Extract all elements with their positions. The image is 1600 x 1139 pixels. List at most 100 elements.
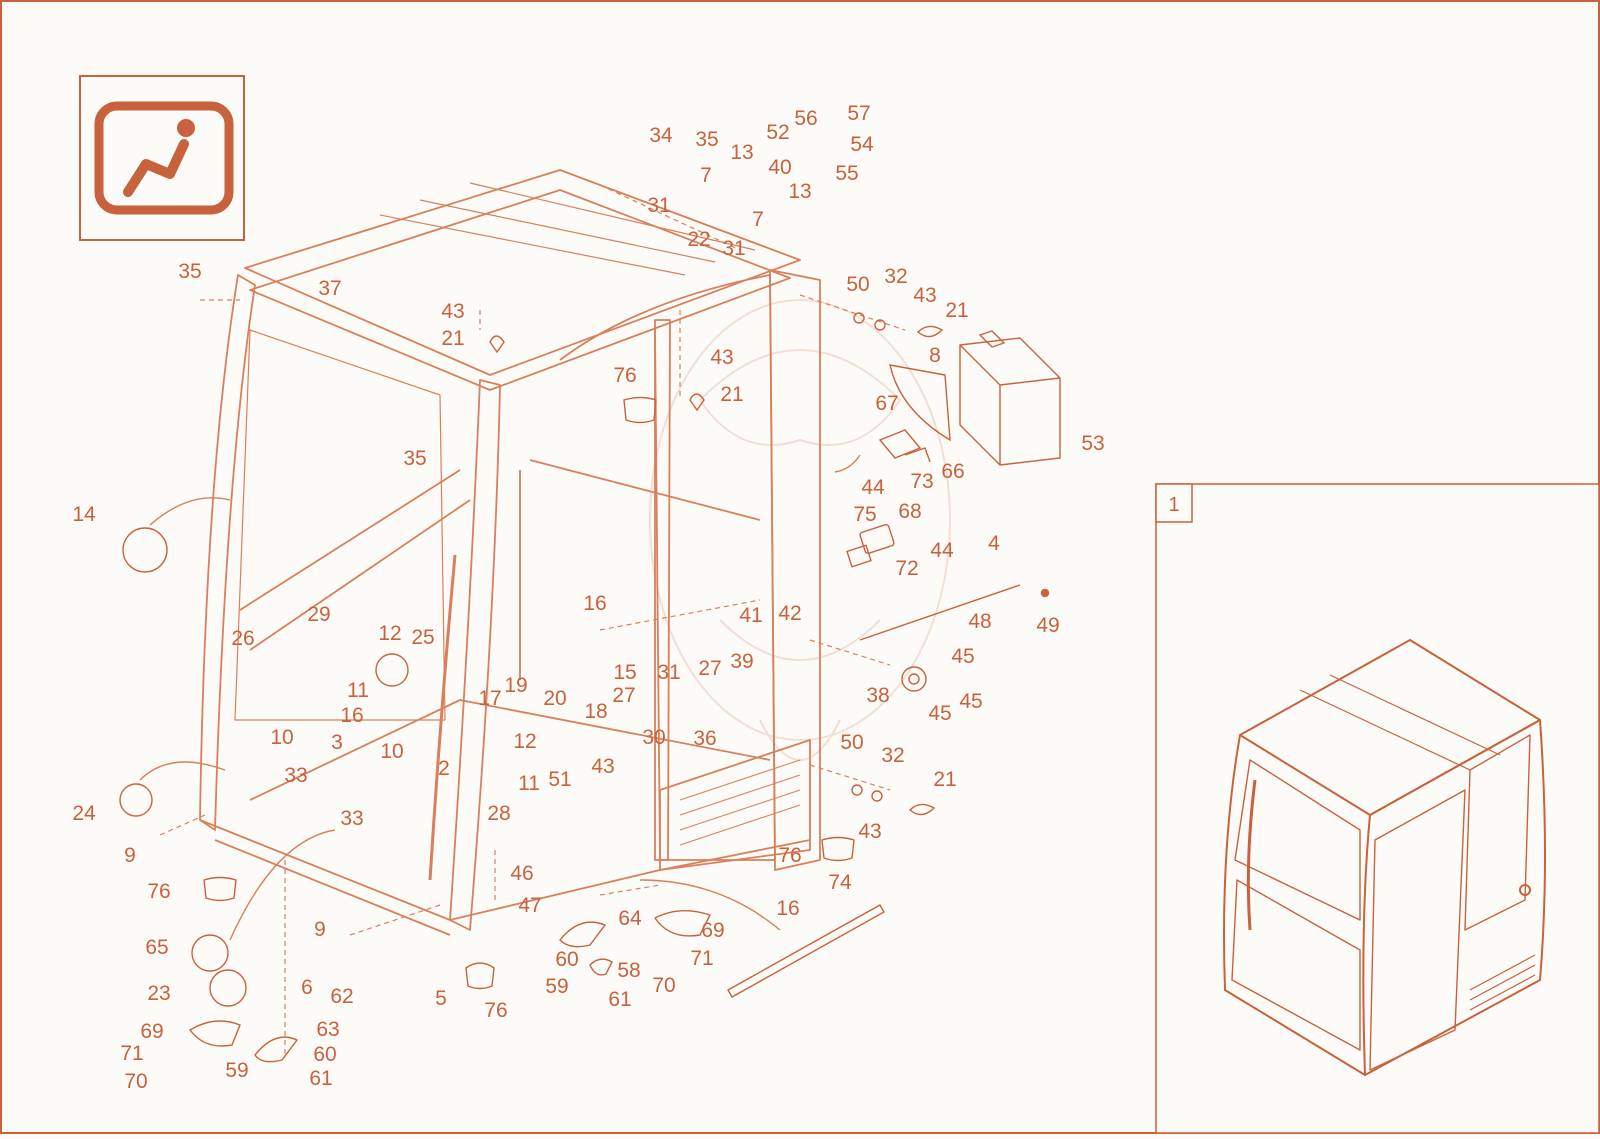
callout-number: 33 [284, 764, 307, 787]
callout-number: 43 [858, 820, 881, 843]
sticker-part-8 [889, 364, 951, 442]
leader-lines [159, 184, 906, 1055]
callout-number: 21 [720, 383, 743, 406]
callout-number: 61 [309, 1067, 332, 1090]
callout-number: 71 [120, 1042, 143, 1065]
callout-number: 17 [478, 687, 501, 710]
callout-number: 37 [318, 277, 341, 300]
callout-number: 13 [788, 180, 811, 203]
callout-number: 57 [847, 102, 870, 125]
callout-number: 38 [866, 684, 889, 707]
part-glyphs [119, 312, 1061, 1063]
inset-label: 1 [1168, 494, 1179, 516]
callout-number: 74 [828, 871, 852, 894]
callout-number: 12 [513, 730, 536, 753]
callout-number: 35 [403, 447, 426, 470]
callout-number: 19 [504, 674, 527, 697]
callout-number: 4 [988, 532, 1000, 555]
callout-number: 60 [555, 948, 578, 971]
callout-number: 69 [140, 1020, 163, 1043]
callout-number: 72 [895, 557, 918, 580]
callout-number: 46 [510, 862, 533, 885]
callout-number: 27 [612, 684, 635, 707]
callout-number: 70 [652, 974, 675, 997]
rod-part-48 [859, 584, 1050, 641]
clamp-64-63-58 [254, 921, 613, 1063]
callout-number: 15 [613, 661, 636, 684]
callout-number: 59 [545, 975, 568, 998]
callout-number: 21 [945, 299, 968, 322]
callout-number: 71 [690, 947, 713, 970]
seal-strip-74 [727, 904, 885, 998]
callout-number: 27 [698, 657, 721, 680]
callout-number: 42 [778, 602, 801, 625]
callout-number: 43 [710, 346, 733, 369]
plate-part-68 [846, 523, 895, 568]
callout-number: 26 [231, 627, 254, 650]
callout-number: 7 [752, 208, 764, 231]
callout-number: 76 [778, 844, 801, 867]
callout-number: 31 [647, 194, 670, 217]
callout-number: 76 [484, 999, 507, 1022]
callout-number: 75 [853, 503, 876, 526]
callout-number: 36 [693, 727, 716, 750]
callout-number: 58 [617, 959, 640, 982]
callout-number: 28 [487, 802, 510, 825]
stickers-14-65-23-24-25 [119, 527, 409, 1007]
callout-number: 21 [933, 768, 956, 791]
lock-part-38 [901, 666, 927, 692]
callout-number: 50 [840, 731, 863, 754]
callout-number: 43 [913, 284, 936, 307]
callout-number: 40 [768, 156, 791, 179]
callout-number: 31 [657, 661, 680, 684]
callout-number: 45 [959, 690, 982, 713]
callout-number: 16 [583, 592, 606, 615]
callout-number: 6 [301, 976, 313, 999]
callout-number: 54 [850, 133, 874, 156]
callout-number: 66 [941, 460, 964, 483]
callout-number: 16 [776, 897, 799, 920]
callout-number: 67 [875, 392, 898, 415]
callout-number: 61 [608, 988, 631, 1011]
callout-number: 64 [618, 907, 642, 930]
callout-number: 68 [898, 500, 921, 523]
callout-number: 10 [380, 740, 403, 763]
watermark-mascot [649, 299, 951, 761]
callout-number: 35 [178, 260, 201, 283]
callout-number: 65 [145, 936, 168, 959]
callout-number: 22 [687, 228, 710, 251]
callout-number: 12 [378, 622, 401, 645]
callout-number: 29 [307, 603, 330, 626]
callout-number: 16 [340, 704, 363, 727]
callout-number: 10 [270, 726, 293, 749]
callout-number: 25 [411, 626, 434, 649]
callout-number: 14 [72, 503, 96, 526]
callout-number: 47 [518, 894, 541, 917]
bracket-part-66 [878, 429, 931, 463]
callout-number: 50 [846, 273, 869, 296]
rubber-stop-21 [489, 325, 944, 816]
callout-number: 3 [331, 731, 343, 754]
washers-50-32 [851, 312, 886, 802]
callout-number: 35 [695, 128, 718, 151]
callout-number: 70 [124, 1070, 147, 1093]
callout-number: 76 [147, 880, 170, 903]
callout-number: 73 [910, 470, 933, 493]
callout-number: 45 [951, 645, 974, 668]
first-aid-kit-case [959, 330, 1061, 466]
callout-number: 76 [613, 364, 636, 387]
callout-number: 11 [518, 772, 540, 795]
callout-number: 18 [584, 700, 607, 723]
callout-number: 53 [1081, 432, 1104, 455]
callout-number: 30 [642, 726, 665, 749]
callout-number: 43 [441, 300, 464, 323]
operator-seat-icon [94, 101, 234, 215]
callout-number: 44 [930, 539, 954, 562]
callout-number: 60 [313, 1043, 336, 1066]
callout-number: 43 [591, 755, 614, 778]
assembled-cab-view [1223, 639, 1546, 1076]
callout-number: 33 [340, 807, 363, 830]
